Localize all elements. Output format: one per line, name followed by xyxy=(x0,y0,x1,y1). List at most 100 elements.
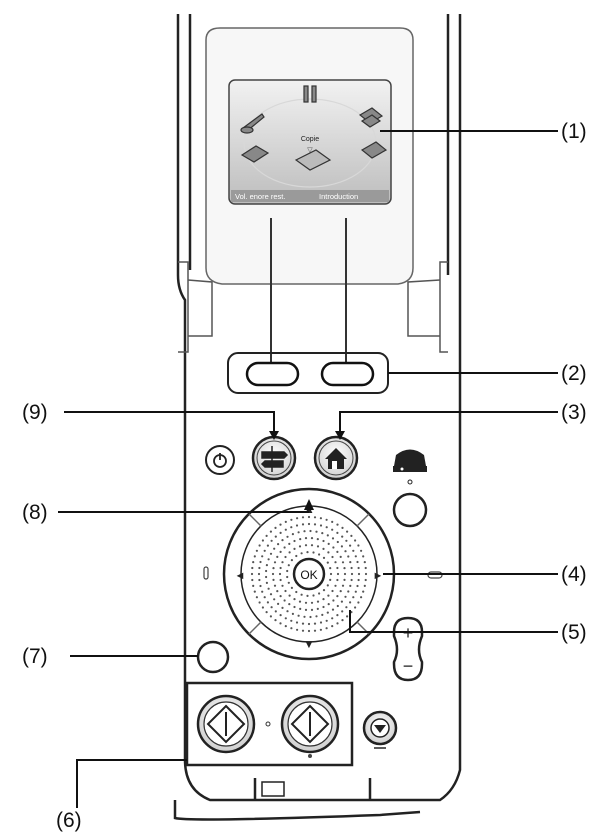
navigation-dot xyxy=(281,561,284,564)
navigation-dot xyxy=(284,625,287,628)
ok-button[interactable] xyxy=(292,557,326,591)
navigation-dot xyxy=(295,621,299,624)
navigation-dot xyxy=(309,529,312,533)
printer-side-button[interactable] xyxy=(392,492,428,528)
left-indicator-slot xyxy=(203,566,209,580)
navigation-dot xyxy=(273,547,276,550)
navigation-dot xyxy=(322,589,326,592)
navigation-dot xyxy=(284,589,287,593)
navigation-dot xyxy=(279,622,282,625)
navigation-dot xyxy=(306,594,309,598)
navigation-dot xyxy=(293,605,296,609)
navigation-dot xyxy=(341,584,345,587)
navigation-dot xyxy=(281,606,284,610)
navigation-dot-pattern xyxy=(250,515,368,633)
home-button[interactable] xyxy=(313,435,359,481)
navigation-dot xyxy=(284,528,287,531)
stop-button[interactable] xyxy=(362,710,398,749)
navigation-dot xyxy=(331,555,334,559)
navigation-dot xyxy=(331,528,334,531)
navigation-dot xyxy=(349,561,352,564)
navigation-dot xyxy=(295,590,298,594)
navigation-dot xyxy=(336,572,340,576)
navigation-dot xyxy=(345,539,348,542)
navigation-dot xyxy=(286,575,289,579)
navigation-dot xyxy=(291,612,294,616)
navigation-dot xyxy=(321,532,324,535)
navigation-dot xyxy=(274,535,277,538)
black-start-button[interactable] xyxy=(196,694,256,754)
navigation-dot xyxy=(283,546,286,549)
navigation-dot xyxy=(349,544,352,547)
navigation-dot xyxy=(306,551,309,554)
navigation-dot xyxy=(273,584,277,587)
navigation-dot xyxy=(331,537,335,540)
back-button[interactable] xyxy=(251,435,297,481)
navigation-dot xyxy=(284,617,287,620)
navigation-dot xyxy=(354,606,357,609)
function-button-right[interactable] xyxy=(320,361,375,387)
navigation-dot xyxy=(251,578,254,582)
navigation-dot xyxy=(363,561,366,564)
navigation-dot xyxy=(293,539,296,543)
lcd-softkey-right-label: Introduction xyxy=(319,192,358,201)
lcd-screen[interactable] xyxy=(228,79,392,205)
navigation-dot xyxy=(298,600,302,603)
navigation-dot xyxy=(357,601,360,604)
callout-6: (6) xyxy=(56,809,82,832)
navigation-dot xyxy=(336,578,339,582)
navigation-dot xyxy=(339,555,342,559)
navigation-dot xyxy=(341,535,344,538)
navigation-dot xyxy=(300,552,303,555)
color-start-button[interactable] xyxy=(280,694,340,754)
navigation-dot xyxy=(346,530,349,533)
navigation-dot xyxy=(276,590,279,593)
navigation-dot xyxy=(322,605,325,609)
navigation-dot xyxy=(316,545,320,548)
navigation-dot xyxy=(286,610,289,613)
navigation-dot xyxy=(273,561,277,564)
function-button[interactable] xyxy=(196,640,230,674)
navigation-dot xyxy=(352,596,355,599)
navigation-dot xyxy=(274,619,277,622)
navigation-dot xyxy=(283,599,286,602)
navigation-dot xyxy=(341,561,345,564)
navigation-dot xyxy=(269,615,272,618)
power-button[interactable] xyxy=(205,445,235,475)
navigation-dot xyxy=(350,578,353,582)
navigation-dot xyxy=(261,539,264,542)
navigation-dot xyxy=(354,555,357,558)
navigation-dot xyxy=(278,572,282,576)
navigation-dot xyxy=(297,614,300,617)
navigation-dot xyxy=(276,555,279,559)
navigation-dot xyxy=(251,566,254,570)
navigation-dot xyxy=(341,610,344,613)
zoom-rocker[interactable]: + − xyxy=(392,616,424,682)
navigation-dot xyxy=(354,539,357,542)
navigation-dot xyxy=(325,619,328,622)
navigation-dot xyxy=(327,603,330,606)
start-separator-dot xyxy=(265,721,271,727)
callout-3: (3) xyxy=(561,401,587,424)
navigation-dot xyxy=(360,596,363,599)
start-buttons-frame xyxy=(185,681,354,767)
function-button-left[interactable] xyxy=(245,361,300,387)
navigation-dot xyxy=(357,572,361,576)
navigation-dot xyxy=(362,555,365,558)
navigation-dot xyxy=(281,539,284,542)
navigation-dot xyxy=(279,523,282,526)
navigation-dot xyxy=(295,524,299,527)
navigation-dot xyxy=(322,598,325,601)
navigation-dot xyxy=(310,537,314,540)
navigation-dot xyxy=(253,555,256,558)
navigation-dot xyxy=(258,578,261,582)
navigation-dot xyxy=(263,549,266,552)
navigation-dot xyxy=(364,578,367,582)
lcd-center-label: Copie xyxy=(301,136,319,143)
navigation-dot xyxy=(252,561,255,564)
navigation-dot xyxy=(279,566,282,570)
lcd-menu-icons xyxy=(240,85,388,171)
navigation-dot xyxy=(344,550,347,553)
navigation-dot xyxy=(298,545,302,548)
navigation-dot xyxy=(252,584,255,588)
